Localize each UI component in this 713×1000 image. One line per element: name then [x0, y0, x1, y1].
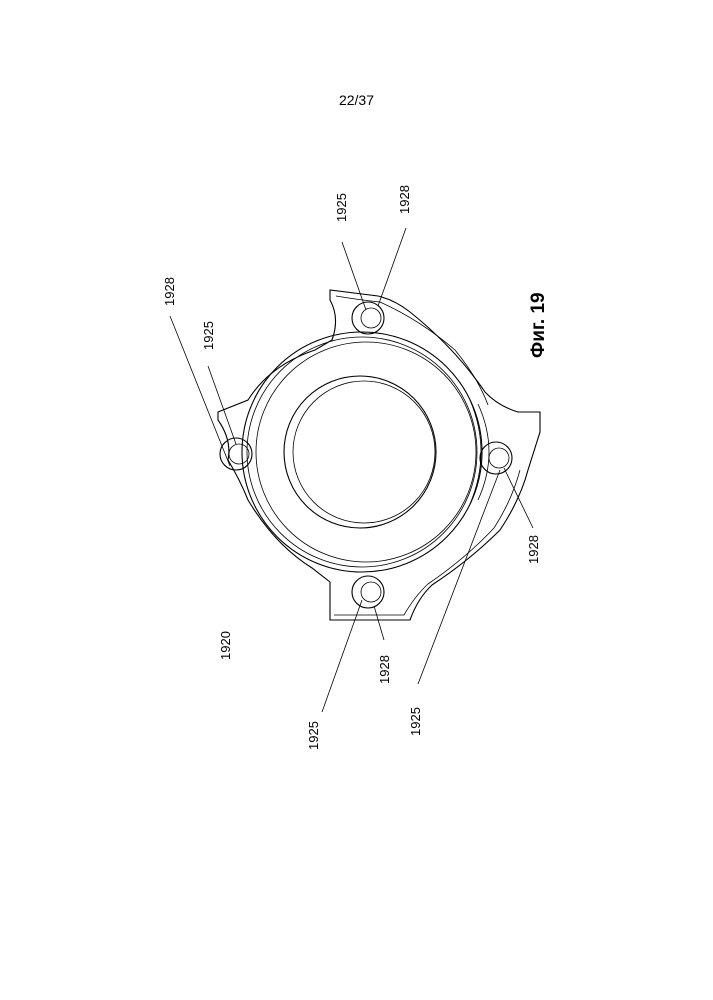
ref-label-1925-bottom-left: 1925 [306, 721, 321, 750]
bolt-hole-bottom [352, 576, 384, 608]
ref-label-1928-bottom: 1928 [377, 655, 392, 684]
ref-label-1925-left: 1925 [201, 321, 216, 350]
part-label-1920: 1920 [218, 631, 233, 660]
flange-body [218, 290, 540, 620]
ref-label-1925-bottom-right: 1925 [408, 707, 423, 736]
ref-label-1928-top: 1928 [397, 185, 412, 214]
ref-label-1928-right: 1928 [526, 535, 541, 564]
bolt-hole-right [480, 442, 512, 474]
ref-label-1928-left: 1928 [162, 277, 177, 306]
figure-caption: Фиг. 19 [528, 292, 549, 358]
bolt-hole-top [352, 302, 384, 334]
ref-label-1925-top: 1925 [334, 193, 349, 222]
